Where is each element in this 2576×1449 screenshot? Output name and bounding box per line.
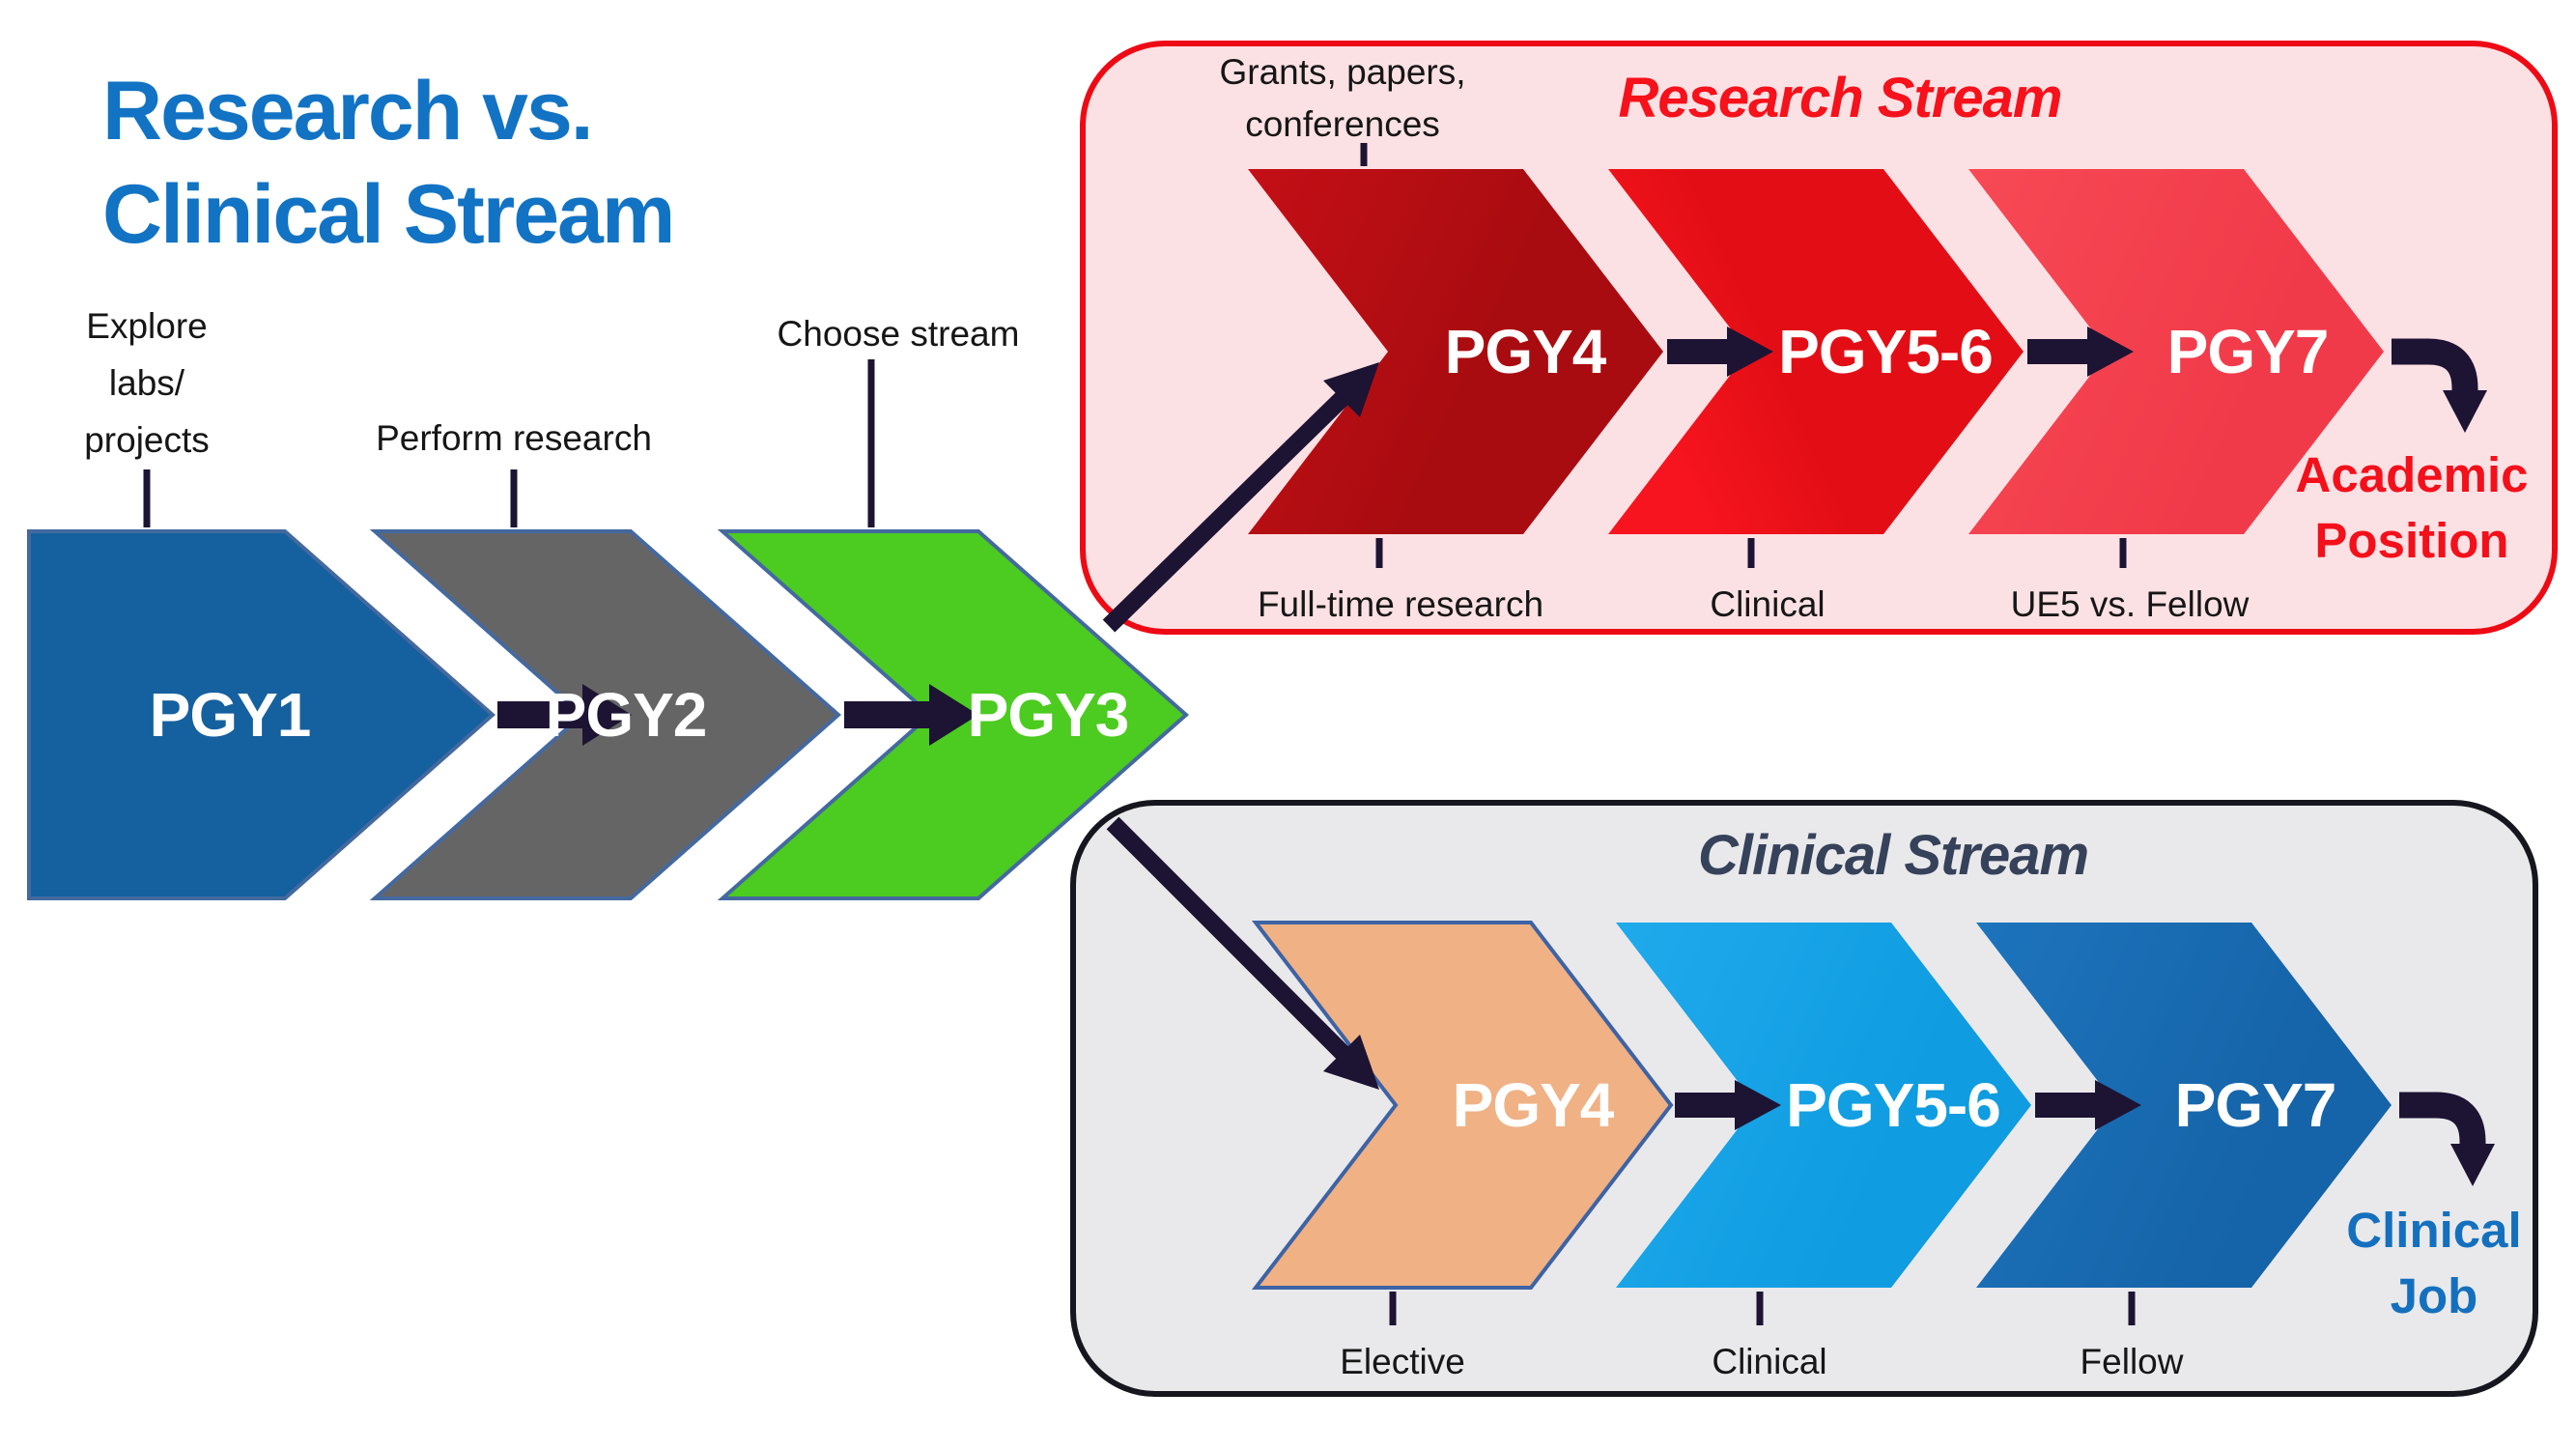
annotation-full-time-research: Full-time research	[1257, 584, 1544, 624]
flow-arrow-pgy1-pgy2	[497, 684, 632, 746]
research-pgy7-label: PGY7	[2166, 317, 2330, 386]
clinical-pgy7-label: PGY7	[2174, 1070, 2337, 1140]
annotation-fellow: Fellow	[2080, 1342, 2184, 1381]
research-stream-title: Research Stream	[1618, 67, 2063, 129]
flow-arrow-research-pgy56-pgy7	[2027, 327, 2134, 377]
clinical-job-label: Clinical Job	[2346, 1198, 2521, 1330]
clinical-pgy4-chevron	[1251, 921, 1674, 1290]
annotation-perform-research: Perform research	[376, 418, 652, 458]
branch-arrow-to-research	[1102, 362, 1379, 633]
annotation-grants-papers: Grants, papers, conferences	[1219, 46, 1465, 150]
clinical-pgy4-label: PGY4	[1452, 1070, 1615, 1140]
flow-arrow-clinical-pgy56-pgy7	[2035, 1080, 2141, 1130]
academic-position-line1: Academic	[2295, 447, 2529, 502]
pgy1-label: PGY1	[149, 680, 312, 750]
annotation-elective: Elective	[1340, 1342, 1465, 1381]
flow-arrow-pgy2-pgy3	[844, 684, 978, 746]
research-pgy56-label: PGY5-6	[1778, 317, 1994, 386]
clinical-pgy56-chevron	[1616, 923, 2031, 1288]
annotation-explore-line2: labs/	[108, 363, 185, 404]
page-title-line2: Clinical Stream	[102, 167, 675, 261]
academic-position-label: Academic Position	[2296, 442, 2529, 575]
annotation-grants-line1: Grants, papers,	[1219, 52, 1466, 92]
clinical-job-line1: Clinical	[2346, 1203, 2522, 1258]
pgy2-label: PGY2	[545, 680, 708, 750]
annotation-explore-line1: Explore	[86, 306, 208, 346]
clinical-job-line2: Job	[2390, 1268, 2478, 1324]
page-title: Research vs. Clinical Stream	[102, 60, 675, 266]
annotation-clinical-clinical: Clinical	[1712, 1342, 1827, 1381]
research-pgy4-chevron	[1248, 169, 1663, 534]
annotation-explore-line3: projects	[84, 420, 210, 461]
annotation-choose-stream: Choose stream	[777, 314, 1020, 354]
pgy1-chevron	[27, 529, 496, 900]
page-title-line1: Research vs.	[102, 65, 594, 157]
pgy3-label: PGY3	[967, 680, 1130, 750]
branch-arrow-to-clinical	[1106, 816, 1379, 1090]
annotation-explore-labs: Explore labs/ projects	[84, 298, 210, 469]
research-pgy7-chevron	[1968, 169, 2384, 534]
research-pgy4-label: PGY4	[1444, 317, 1607, 386]
clinical-pgy7-chevron	[1976, 923, 2392, 1288]
flow-arrow-clinical-pgy4-pgy56	[1675, 1080, 1781, 1130]
clinical-pgy56-label: PGY5-6	[1786, 1070, 2001, 1140]
annotation-ue5-vs-fellow: UE5 vs. Fellow	[2010, 584, 2250, 624]
elbow-arrow-academic-position	[2392, 338, 2487, 433]
annotation-connectors	[143, 143, 2136, 1325]
clinical-stream-title: Clinical Stream	[1697, 824, 2089, 887]
academic-position-line2: Position	[2314, 513, 2509, 569]
elbow-arrow-clinical-job	[2399, 1092, 2495, 1186]
research-pgy56-chevron	[1608, 169, 2024, 534]
annotation-grants-line2: conferences	[1245, 103, 1440, 144]
flow-arrow-research-pgy4-pgy56	[1667, 327, 1773, 377]
annotation-research-clinical: Clinical	[1710, 584, 1826, 624]
